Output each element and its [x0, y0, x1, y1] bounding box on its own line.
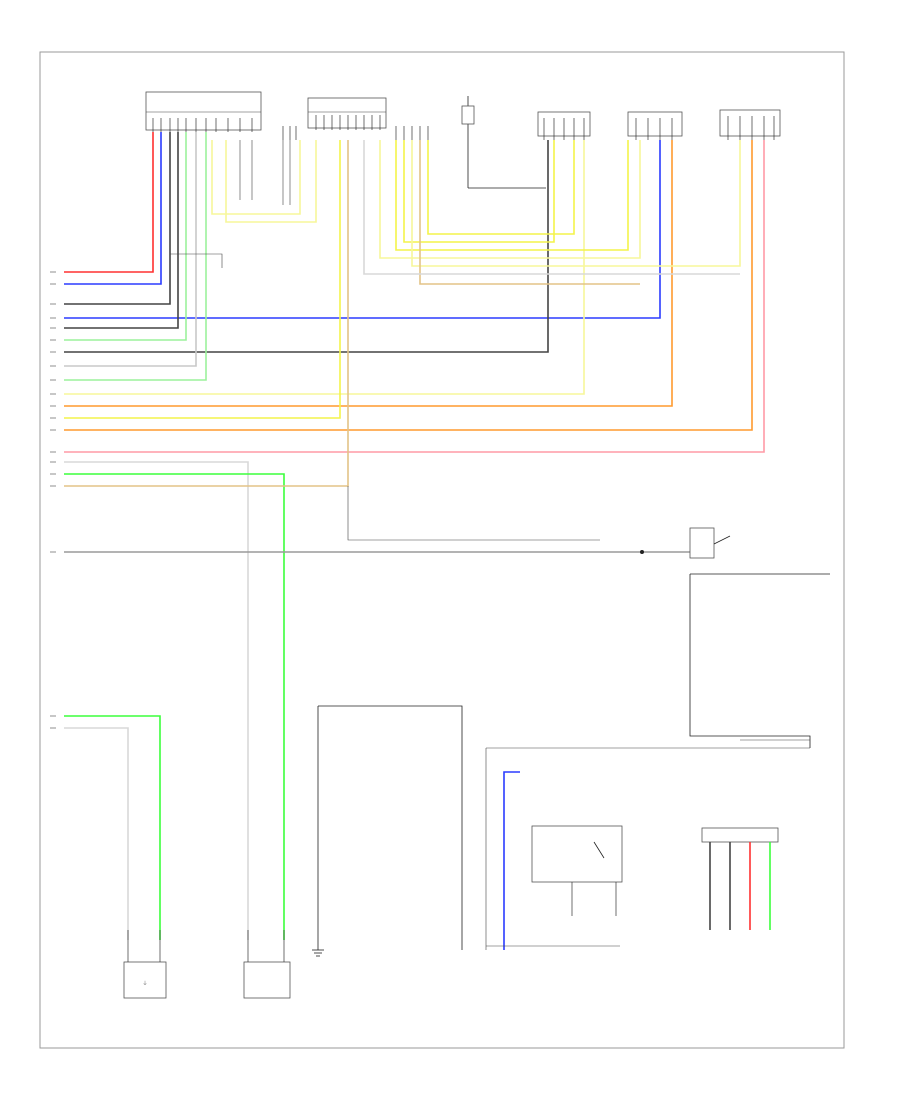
- wire-yellow-2: [64, 140, 341, 419]
- switch-contact-icon: [713, 535, 731, 545]
- center-component-bottom: [243, 930, 291, 999]
- left-component-bottom: ⏚: [123, 930, 167, 999]
- wire-green-2: [64, 132, 207, 381]
- wire-black-2: [64, 132, 179, 329]
- wire-gray-long: [64, 486, 700, 553]
- speaker-symbol-icon: ⏚: [142, 980, 147, 987]
- wire-orange-1: [64, 140, 673, 407]
- wire-white-1: [64, 461, 249, 940]
- wire-green-1: [64, 132, 187, 341]
- left-bus-pin-markers: [50, 271, 56, 729]
- wire-blue-bottom: [503, 771, 520, 950]
- switch-right-rear-seat: [640, 527, 731, 559]
- wire-yellow-harness: [211, 140, 741, 285]
- wire-pink: [64, 140, 765, 453]
- diagram-frame: [39, 51, 845, 1049]
- connector-right-rear-seat-blower: [307, 97, 387, 130]
- connector-center-pins: [282, 126, 429, 140]
- wire-orange-2: [64, 140, 753, 431]
- connector-left-rear-pass-seat-blower: [145, 91, 262, 132]
- wire-black-3: [64, 140, 549, 353]
- wire-red: [64, 132, 154, 273]
- wire-black-1: [64, 132, 171, 305]
- ground-center: [312, 705, 463, 957]
- ground-symbol-icon: [312, 949, 324, 957]
- component-top-middle-switch: [461, 96, 546, 189]
- wire-black-relay-loop: [485, 573, 830, 950]
- connector-top-right-b: [627, 111, 683, 140]
- wire-yellow-1: [64, 140, 585, 395]
- connector-top-right-a: [537, 111, 591, 140]
- wire-blue: [64, 132, 162, 285]
- relay-box-bottom: [486, 825, 623, 947]
- wire-left-speaker: [64, 715, 161, 940]
- wire-blue-2: [64, 140, 661, 319]
- connector-bottom-right: [701, 827, 779, 930]
- splice-point-icon: [640, 550, 644, 554]
- wire-gray-1: [64, 132, 197, 367]
- connector-top-right-c: [719, 109, 781, 140]
- connector-pins: [152, 118, 253, 132]
- wire-green-main: [64, 473, 285, 940]
- wire-gray-splice: [170, 140, 291, 268]
